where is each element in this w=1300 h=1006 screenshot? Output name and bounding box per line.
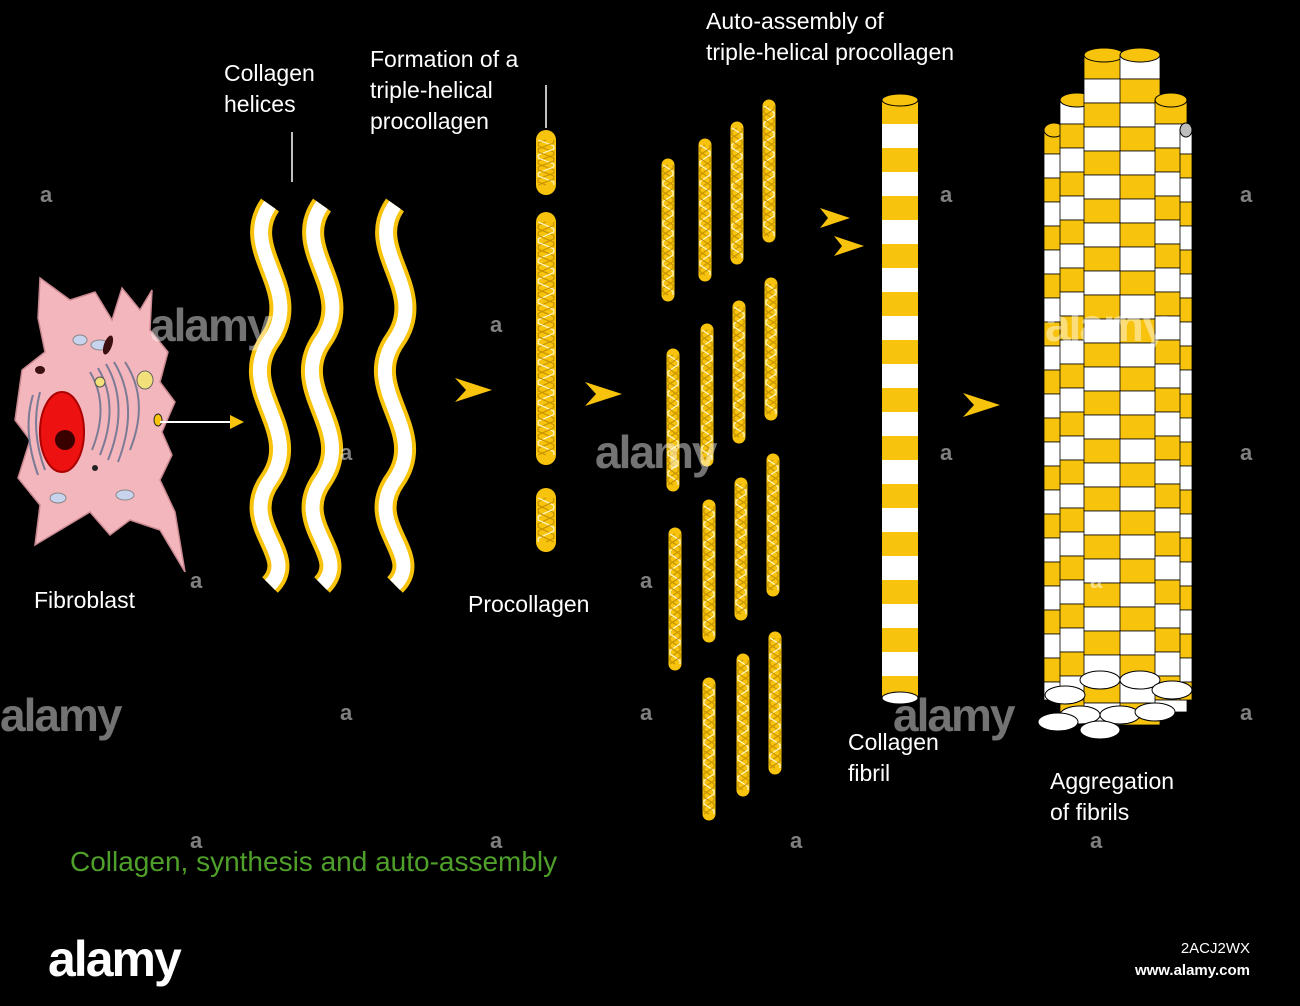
nucleolus	[55, 430, 75, 450]
vesicle	[136, 370, 154, 390]
triple-helix-strand	[702, 677, 716, 821]
collagen-helices	[248, 198, 417, 593]
triple-helix-strand	[700, 323, 714, 467]
triple-helix-strand	[766, 453, 780, 597]
watermark-letter: a	[490, 828, 503, 853]
watermark-letter: a	[190, 568, 203, 593]
label-collagen-helices: Collagen helices	[224, 60, 315, 117]
label-fibroblast: Fibroblast	[34, 587, 135, 613]
watermark-letter: a	[1240, 700, 1253, 725]
image-id: 2ACJ2WX	[1180, 940, 1250, 957]
triple-helix-strand	[536, 212, 556, 465]
watermark-letter: a	[940, 440, 953, 465]
auto-assembly-strands	[661, 99, 782, 821]
triple-helix-strand	[736, 653, 750, 797]
watermark-letter: a	[940, 182, 953, 207]
fibroblast-cell	[14, 276, 186, 573]
collagen-fibril	[881, 93, 919, 705]
flow-arrowheads	[455, 208, 1000, 417]
triple-helix-strand	[732, 300, 746, 444]
watermark-letter: a	[40, 182, 53, 207]
triple-helix-strand	[661, 158, 675, 302]
watermark-tile: alamy	[893, 689, 1015, 741]
bundle-fibril	[1119, 47, 1161, 726]
triple-helix-strand	[698, 138, 712, 282]
watermark-tile: alamy	[595, 426, 717, 478]
triple-helix-strand	[730, 121, 744, 265]
watermark-tile: alamy	[0, 689, 122, 741]
bundle-fibril	[1083, 47, 1125, 726]
fibril-end	[1079, 720, 1121, 740]
fibril-end	[1037, 712, 1079, 732]
site-url: www.alamy.com	[1134, 962, 1250, 979]
triple-helix-strand	[702, 499, 716, 643]
bundle-fibril	[1043, 122, 1065, 701]
triple-helix-strand	[768, 631, 782, 775]
watermark-letter: a	[190, 828, 203, 853]
watermark-letter: a	[1090, 568, 1103, 593]
fibril-aggregation	[1037, 47, 1193, 740]
figure-caption: Collagen, synthesis and auto-assembly	[70, 846, 558, 877]
bundle-fibril	[1179, 122, 1193, 701]
watermark-letter: a	[790, 828, 803, 853]
label-procollagen: Procollagen	[468, 591, 590, 617]
triple-helix-strand	[764, 277, 778, 421]
fibril-end	[1119, 670, 1161, 690]
watermark-letter: a	[1090, 828, 1103, 853]
fibril-end	[1079, 670, 1121, 690]
triple-helix-strand	[734, 477, 748, 621]
watermark-tile: alamy	[150, 299, 272, 351]
watermark-tile: alamy	[1045, 299, 1167, 351]
triple-helix-strand	[666, 348, 680, 492]
watermark-letter: a	[340, 440, 353, 465]
watermark-letter: a	[340, 700, 353, 725]
procollagen-strands	[536, 130, 556, 552]
alamy-logo: alamy	[48, 931, 182, 987]
watermark-letter: a	[1240, 182, 1253, 207]
label-auto-assembly: Auto-assembly of triple-helical procolla…	[706, 8, 955, 65]
triple-helix-strand	[536, 488, 556, 552]
label-formation: Formation of a triple-helical procollage…	[370, 46, 519, 134]
triple-helix-strand	[762, 99, 776, 243]
label-aggregation: Aggregation of fibrils	[1050, 768, 1175, 825]
triple-helix-strand	[536, 130, 556, 195]
fibril-end	[1044, 685, 1086, 705]
watermark-letter: a	[640, 700, 653, 725]
watermark-letter: a	[1240, 440, 1253, 465]
label-collagen-fibril: Collagen fibril	[848, 729, 939, 786]
triple-helix-strand	[668, 527, 682, 671]
fibril-end	[1134, 702, 1176, 722]
watermark-letter: a	[490, 312, 503, 337]
watermark-letter: a	[640, 568, 653, 593]
fibril-end	[1151, 680, 1193, 700]
